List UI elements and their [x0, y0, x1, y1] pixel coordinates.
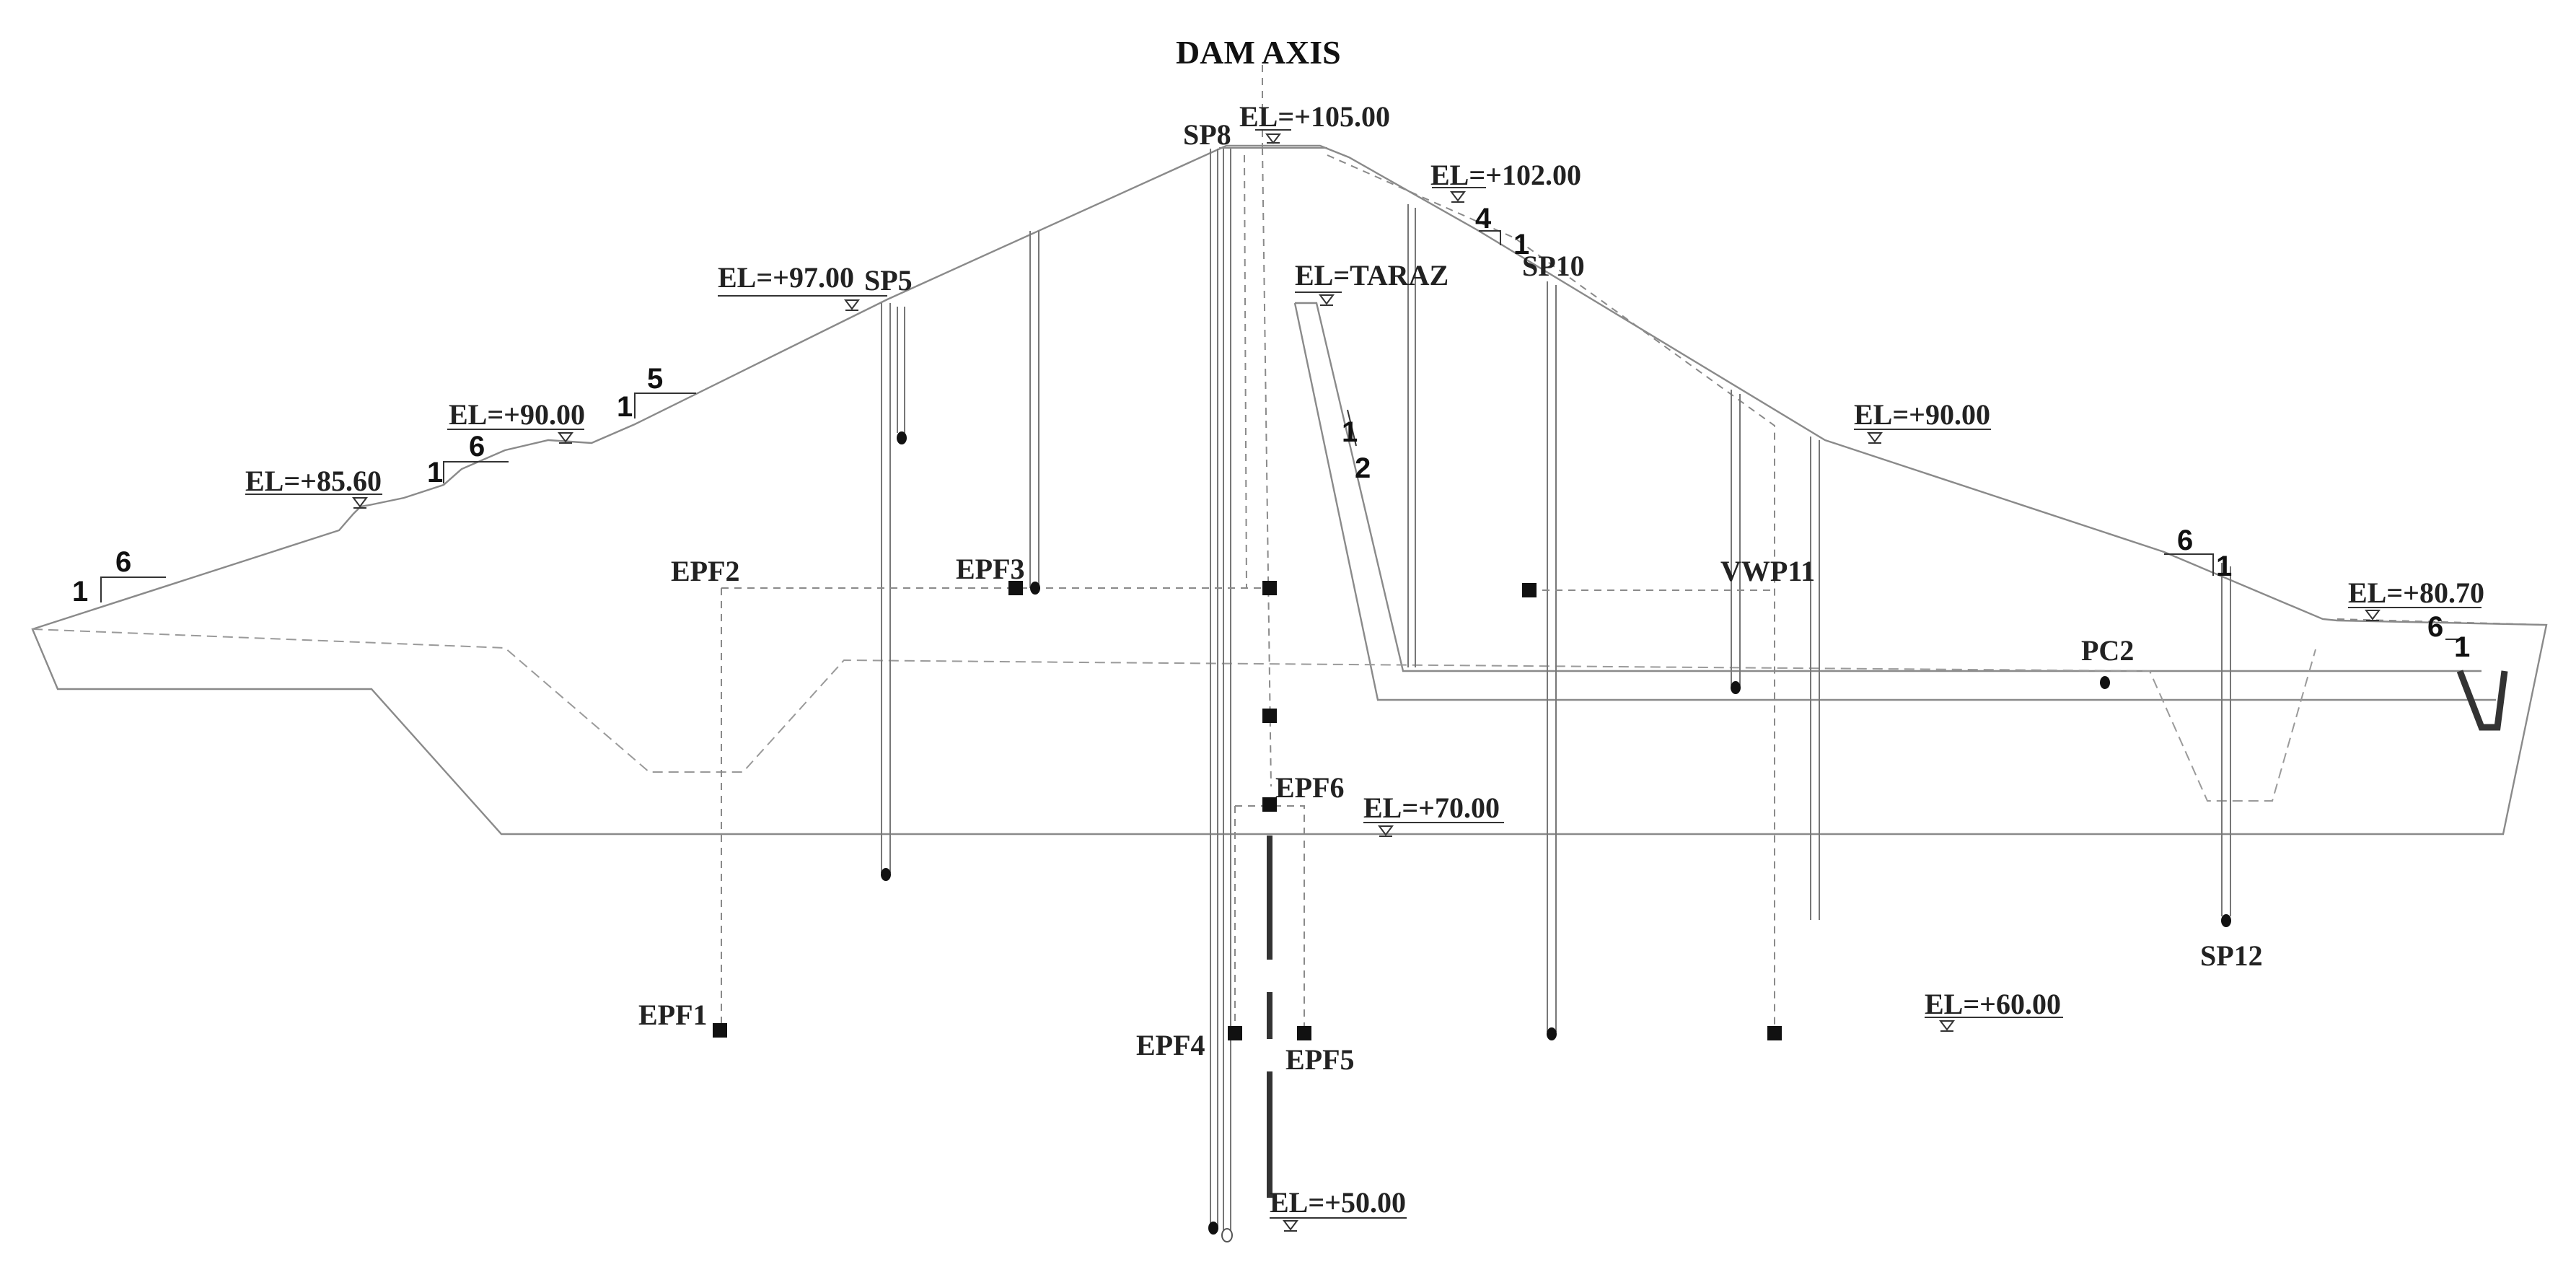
epf2-label: EPF2 [671, 555, 740, 587]
vwp11-tip [1731, 681, 1741, 694]
downstream-filter-zone [1327, 154, 1775, 1032]
el-50-label: EL=+50.00 [1270, 1186, 1406, 1219]
el-85-label: EL=+85.60 [245, 465, 382, 497]
el-97-label: EL=+97.00 [718, 261, 854, 294]
sp10-label: SP10 [1522, 250, 1585, 282]
slope-bracket-up3 [100, 576, 166, 602]
el-marker-90-up [447, 429, 584, 444]
el-90-up-label: EL=+90.00 [449, 398, 585, 431]
epf4-label: EPF4 [1136, 1029, 1205, 1061]
slope-dn3-v: 1 [2454, 631, 2470, 663]
epf3-marker [1008, 581, 1023, 595]
slope-up3-h: 6 [115, 546, 131, 578]
el-102-label: EL=+102.00 [1430, 159, 1581, 191]
el-90-dn-label: EL=+90.00 [1854, 398, 1990, 431]
slope-dn3-h: 6 [2427, 611, 2443, 643]
pc2-label: PC2 [2081, 634, 2134, 667]
epf2-line [721, 587, 1270, 1032]
el-60-label: EL=+60.00 [1925, 988, 2061, 1020]
epf-center-marker-1 [1262, 581, 1277, 595]
el-marker-70 [1363, 822, 1504, 837]
epf5-label: EPF5 [1285, 1043, 1355, 1076]
sp12-label: SP12 [2200, 939, 2263, 972]
slope-up3-v: 1 [72, 576, 88, 608]
sp5-label: SP5 [864, 264, 913, 297]
sp5-tip-upper [897, 431, 907, 444]
epf3-label: EPF3 [956, 553, 1025, 585]
el-marker-taraz [1295, 291, 1342, 306]
slope-bracket-up1 [634, 393, 696, 418]
sp8-label: SP8 [1183, 118, 1231, 151]
epf-vertical-core [1244, 154, 1247, 589]
slope-bracket-core [1347, 409, 1357, 447]
dam-axis-line [1262, 65, 1272, 787]
inclined-core [1295, 302, 2482, 672]
slope-bracket-dn1 [1479, 230, 1501, 245]
sp10-tip [1547, 1027, 1557, 1040]
inclined-core-lower [1293, 302, 2496, 701]
dam-embankment-outline [31, 144, 2548, 836]
upstream-cutoff-zone [32, 628, 2316, 802]
epf6-box [1234, 805, 1305, 1032]
sp5-tip-lower [881, 868, 891, 881]
epf4-marker [1228, 1026, 1242, 1040]
el-marker-80 [2348, 607, 2482, 621]
el-80-label: EL=+80.70 [2348, 576, 2484, 609]
epf1-marker [713, 1023, 727, 1038]
epf3-tip [1030, 582, 1040, 595]
slope-up2-v: 1 [427, 457, 443, 488]
slope-up1-h: 5 [647, 363, 663, 395]
sp8-tip-1 [1208, 1222, 1218, 1235]
slope-up2-h: 6 [469, 431, 485, 462]
el-marker-crest [1255, 129, 1291, 144]
el-marker-102 [1432, 187, 1486, 203]
epf-center-marker-2 [1262, 709, 1277, 723]
pc2-marker [2100, 676, 2110, 689]
el-crest-label: EL=+105.00 [1239, 100, 1390, 133]
slope-bracket-up2 [443, 461, 509, 483]
dam-axis-title: DAM AXIS [1176, 34, 1341, 71]
slope-core-h: 2 [1355, 452, 1371, 484]
epf-downstream-marker [1767, 1026, 1782, 1040]
vwp11-label: VWP11 [1720, 555, 1815, 587]
slope-dn1-h: 4 [1475, 203, 1492, 234]
el-marker-50 [1270, 1217, 1407, 1232]
slope-bracket-dn2 [2164, 553, 2214, 576]
sp12-tip [2221, 914, 2231, 927]
slope-dn1-v: 1 [1513, 229, 1529, 260]
slope-dn2-v: 1 [2216, 551, 2232, 582]
epf6-label: EPF6 [1275, 771, 1345, 804]
toe-dashed-zone [2337, 618, 2547, 626]
el-70-label: EL=+70.00 [1363, 792, 1500, 824]
el-marker-97 [718, 295, 887, 311]
el-marker-90-dn [1854, 429, 1991, 444]
el-taraz-label: EL=TARAZ [1295, 259, 1449, 291]
slope-core-v: 1 [1342, 416, 1358, 448]
slope-bracket-dn3 [2445, 639, 2462, 649]
slope-dn2-h: 6 [2177, 525, 2193, 556]
epf5-marker [1297, 1026, 1311, 1040]
epf1-label: EPF1 [638, 999, 708, 1031]
epf-right-marker [1522, 583, 1537, 597]
epf6-marker [1262, 797, 1277, 812]
el-marker-85 [245, 494, 382, 509]
sp8-tip-2 [1221, 1228, 1233, 1242]
toe-drain [2456, 670, 2508, 731]
el-marker-60 [1925, 1017, 2063, 1032]
slope-up1-v: 1 [617, 391, 633, 423]
